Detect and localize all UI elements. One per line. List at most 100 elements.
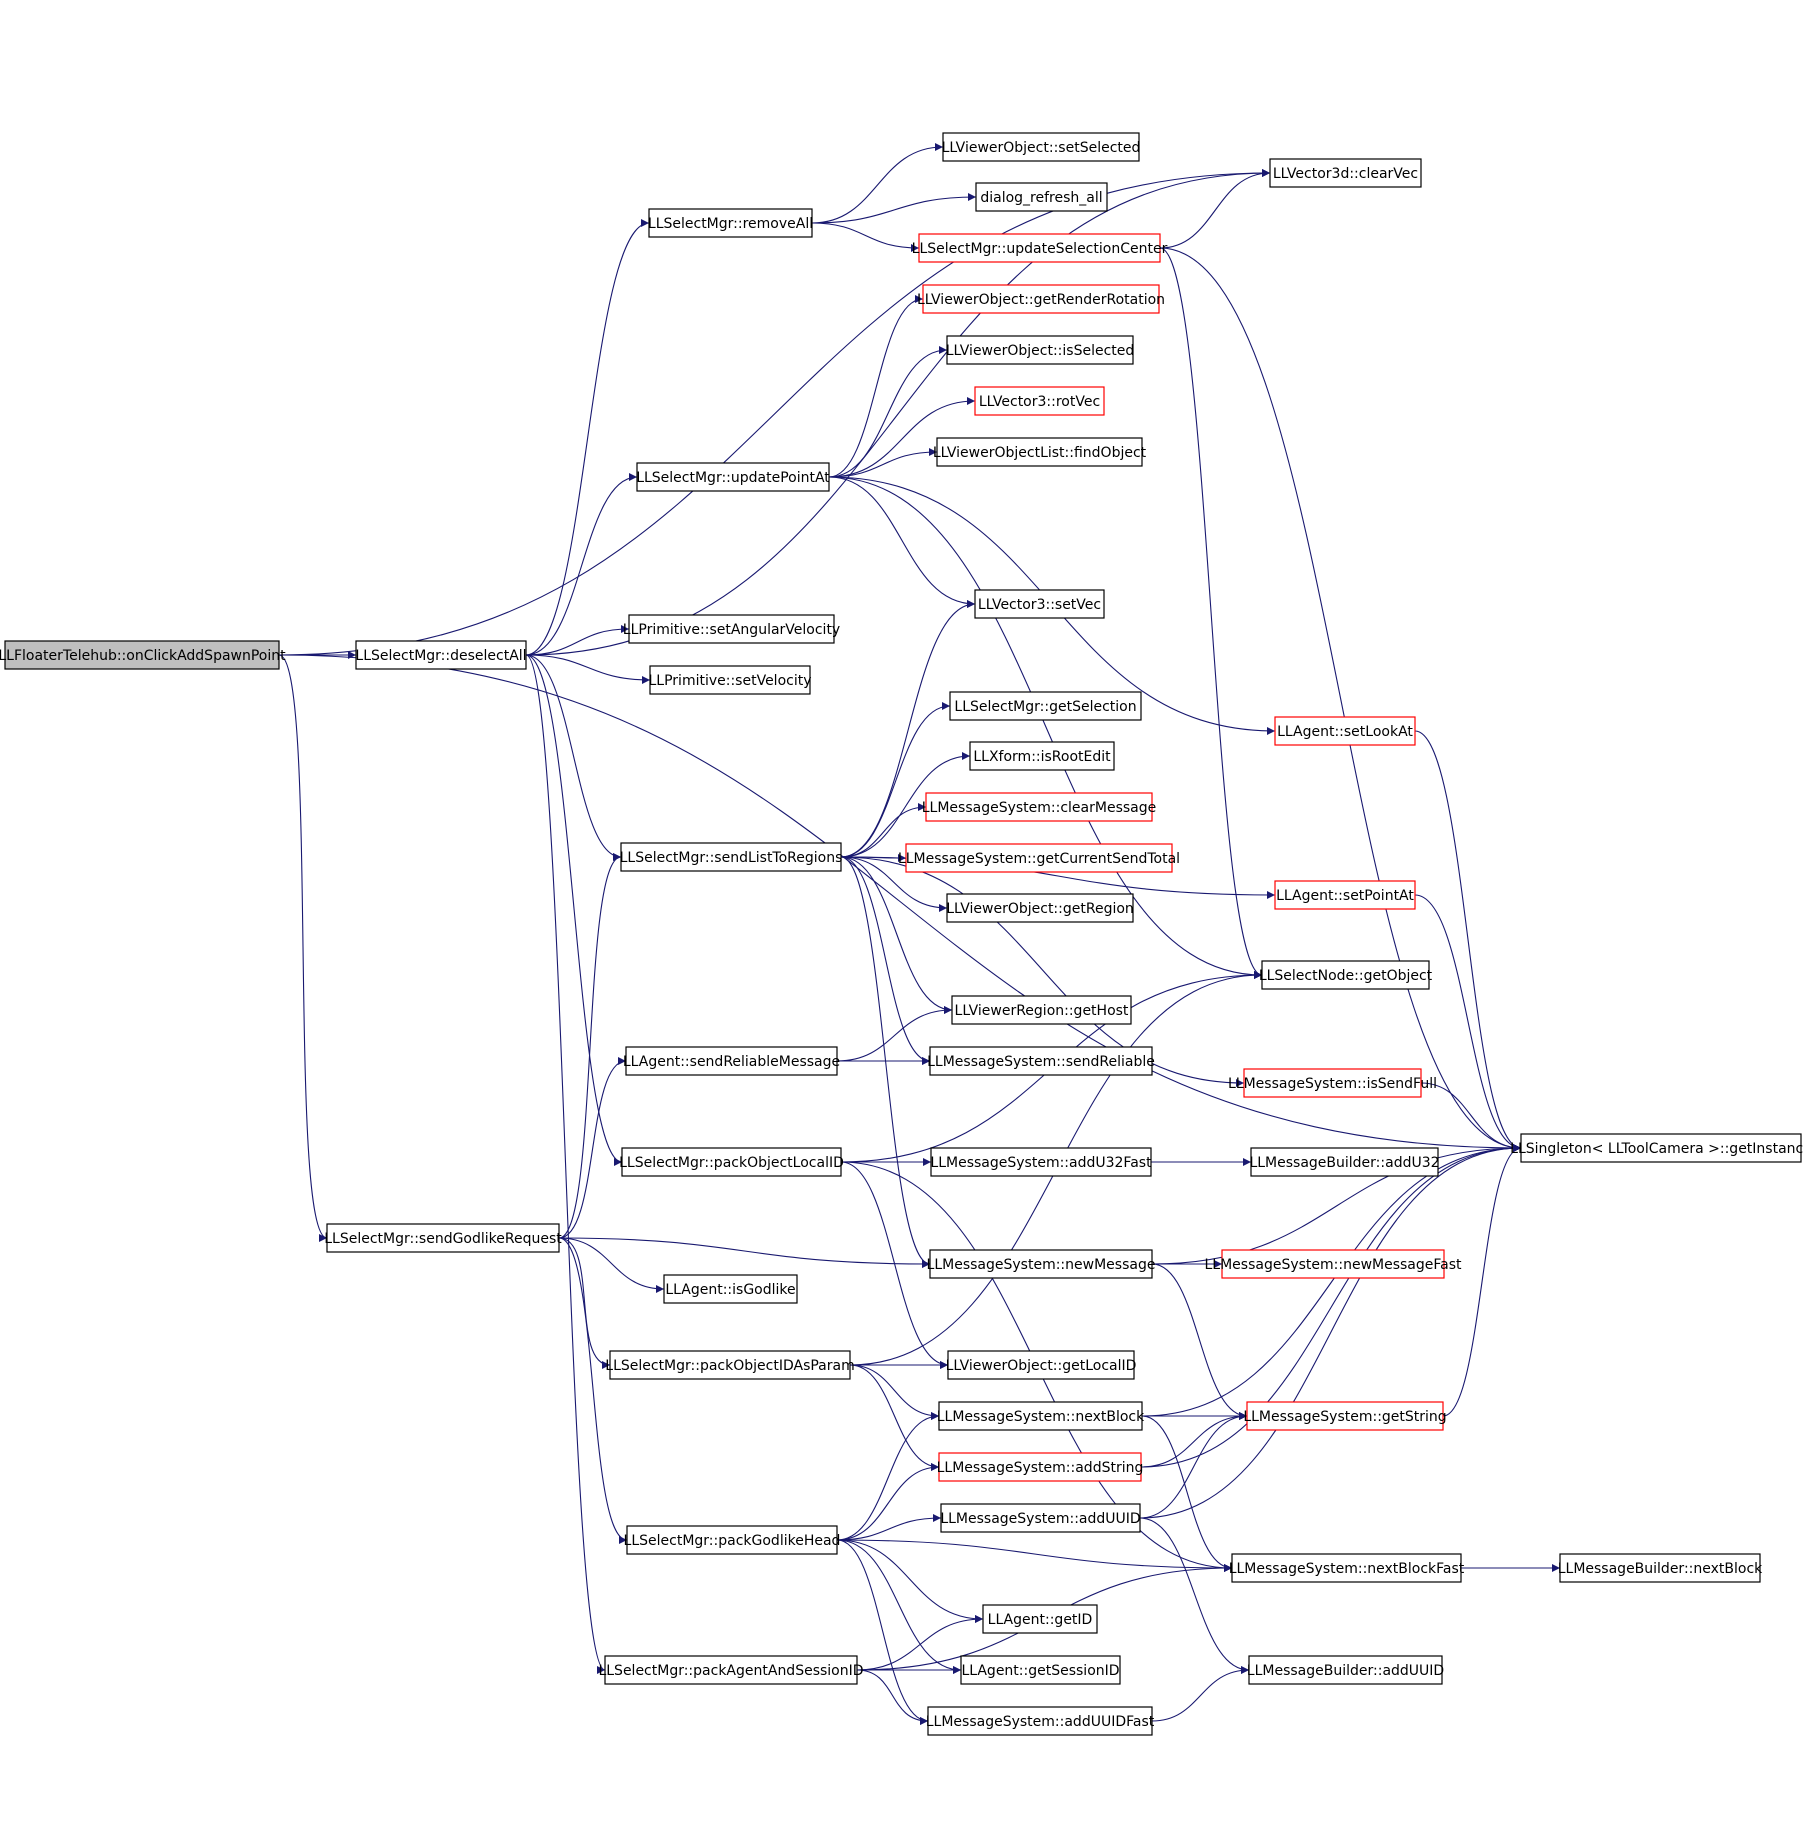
node-label: LLMessageSystem::getCurrentSendTotal [898, 851, 1180, 867]
node-nextBlock[interactable]: LLMessageSystem::nextBlock [937, 1401, 1145, 1431]
node-label: LLViewerObjectList::findObject [933, 445, 1147, 461]
node-box [1231, 1553, 1462, 1583]
node-label: LLSelectMgr::updatePointAt [636, 470, 830, 486]
node-box [922, 284, 1160, 314]
node-box [918, 233, 1161, 263]
node-label: LLPrimitive::setAngularVelocity [623, 622, 840, 638]
node-getRenderRotation[interactable]: LLViewerObject::getRenderRotation [917, 284, 1165, 314]
node-getObject[interactable]: LLSelectNode::getObject [1259, 960, 1433, 990]
node-isSelected[interactable]: LLViewerObject::isSelected [946, 335, 1135, 365]
node-label: LLMessageSystem::nextBlock [937, 1409, 1145, 1425]
node-label: LLMessageSystem::addString [937, 1460, 1144, 1476]
node-nextBlockFast[interactable]: LLMessageSystem::nextBlockFast [1229, 1553, 1465, 1583]
node-findObject[interactable]: LLViewerObjectList::findObject [933, 437, 1147, 467]
node-setVec[interactable]: LLVector3::setVec [974, 589, 1105, 619]
node-box [620, 842, 842, 872]
edge-packGodlikeHead-to-getID [836, 1539, 984, 1623]
node-isGodlike[interactable]: LLAgent::isGodlike [663, 1274, 798, 1304]
node-box [625, 1046, 838, 1076]
node-label: LLVector3::rotVec [979, 394, 1100, 410]
node-getSelection[interactable]: LLSelectMgr::getSelection [949, 691, 1142, 721]
edge-updatePointAt-to-getObject [828, 476, 1263, 979]
node-updateSelectionCenter[interactable]: LLSelectMgr::updateSelectionCenter [912, 233, 1168, 263]
node-isRootEdit[interactable]: LLXform::isRootEdit [969, 741, 1115, 771]
node-clearVec[interactable]: LLVector3d::clearVec [1269, 158, 1422, 188]
node-newMessageFast[interactable]: LLMessageSystem::newMessageFast [1204, 1249, 1462, 1279]
node-box [1269, 158, 1422, 188]
node-clearMessage[interactable]: LLMessageSystem::clearMessage [922, 792, 1157, 822]
node-addU32[interactable]: LLMessageBuilder::addU32 [1249, 1147, 1440, 1177]
node-addUUIDFast[interactable]: LLMessageSystem::addUUIDFast [926, 1706, 1155, 1736]
node-addUUIDBuilder[interactable]: LLMessageBuilder::addUUID [1247, 1655, 1444, 1685]
node-addU32Fast[interactable]: LLMessageSystem::addU32Fast [930, 1147, 1152, 1177]
node-label: LLFloaterTelehub::onClickAddSpawnPoint [0, 648, 286, 664]
node-addUUID[interactable]: LLMessageSystem::addUUID [940, 1503, 1141, 1533]
node-getString[interactable]: LLMessageSystem::getString [1243, 1401, 1447, 1431]
node-getRegion[interactable]: LLViewerObject::getRegion [946, 893, 1134, 923]
node-removeAll[interactable]: LLSelectMgr::removeAll [648, 208, 813, 238]
node-getLocalID[interactable]: LLViewerObject::getLocalID [946, 1350, 1137, 1380]
node-sendGodlikeRequest[interactable]: LLSelectMgr::sendGodlikeRequest [324, 1223, 562, 1253]
node-addString[interactable]: LLMessageSystem::addString [937, 1452, 1144, 1482]
node-box [930, 1147, 1152, 1177]
node-packGodlikeHead[interactable]: LLSelectMgr::packGodlikeHead [624, 1525, 841, 1555]
node-box [663, 1274, 798, 1304]
node-label: LLPrimitive::setVelocity [649, 673, 812, 689]
node-updatePointAt[interactable]: LLSelectMgr::updatePointAt [636, 462, 830, 492]
node-box [949, 691, 1142, 721]
node-getHost[interactable]: LLViewerRegion::getHost [951, 995, 1132, 1025]
node-label: LLMessageSystem::newMessageFast [1204, 1257, 1462, 1273]
node-newMessage[interactable]: LLMessageSystem::newMessage [927, 1249, 1156, 1279]
node-dialogRefreshAll[interactable]: dialog_refresh_all [975, 182, 1108, 212]
node-packObjectLocalID[interactable]: LLSelectMgr::packObjectLocalID [619, 1147, 844, 1177]
node-label: LLMessageSystem::addUUIDFast [926, 1714, 1155, 1730]
edge-deselectAll-to-packObjectLocalID [525, 654, 623, 1166]
node-nextBlockBuilder[interactable]: LLMessageBuilder::nextBlock [1558, 1553, 1763, 1583]
node-box [982, 1604, 1098, 1634]
edge-sendListToRegions-to-getSelection [840, 702, 951, 858]
node-box [974, 589, 1105, 619]
node-root[interactable]: LLFloaterTelehub::onClickAddSpawnPoint [0, 640, 286, 670]
edge-newMessage-to-getInstance [1151, 1144, 1522, 1265]
node-getSessionID[interactable]: LLAgent::getSessionID [960, 1655, 1121, 1685]
node-label: dialog_refresh_all [980, 190, 1102, 206]
node-label: LLAgent::getID [988, 1612, 1093, 1628]
node-setAngularVelocity[interactable]: LLPrimitive::setAngularVelocity [623, 614, 840, 644]
node-packAgentAndSessionID[interactable]: LLSelectMgr::packAgentAndSessionID [598, 1655, 864, 1685]
node-box [938, 1452, 1142, 1482]
node-getInstance[interactable]: LLSingleton< LLToolCamera >::getInstance [1510, 1133, 1803, 1163]
node-label: LLMessageBuilder::nextBlock [1558, 1561, 1763, 1577]
node-setLookAt[interactable]: LLAgent::setLookAt [1274, 716, 1416, 746]
node-label: LLSelectMgr::removeAll [648, 216, 813, 232]
edge-setLookAt-to-getInstance [1414, 730, 1522, 1152]
edge-sendGodlikeRequest-to-sendListToRegions [558, 853, 622, 1239]
node-setSelected[interactable]: LLViewerObject::setSelected [942, 132, 1141, 162]
node-label: LLSelectMgr::getSelection [954, 699, 1136, 715]
node-sendListToRegions[interactable]: LLSelectMgr::sendListToRegions [620, 842, 843, 872]
node-packObjectIDAsParam[interactable]: LLSelectMgr::packObjectIDAsParam [605, 1350, 855, 1380]
node-box [1274, 880, 1416, 910]
edge-sendGodlikeRequest-to-sendReliableMessage [558, 1057, 627, 1239]
edge-newMessage-to-getString [1151, 1263, 1248, 1420]
node-getCurrentSendTotal[interactable]: LLMessageSystem::getCurrentSendTotal [898, 843, 1180, 873]
node-box [1243, 1068, 1422, 1098]
node-box [938, 1401, 1143, 1431]
node-deselectAll[interactable]: LLSelectMgr::deselectAll [355, 640, 527, 670]
node-label: LLMessageBuilder::addUUID [1247, 1663, 1444, 1679]
node-rotVec[interactable]: LLVector3::rotVec [974, 386, 1105, 416]
node-label: LLViewerRegion::getHost [955, 1003, 1129, 1019]
node-setVelocity[interactable]: LLPrimitive::setVelocity [649, 665, 812, 695]
node-getID[interactable]: LLAgent::getID [982, 1604, 1098, 1634]
node-box [1248, 1655, 1443, 1685]
edge-packGodlikeHead-to-nextBlock [836, 1412, 940, 1541]
node-sendReliableMessage[interactable]: LLAgent::sendReliableMessage [623, 1046, 840, 1076]
node-label: LLSingleton< LLToolCamera >::getInstance [1510, 1141, 1803, 1157]
node-box [936, 437, 1143, 467]
node-setPointAt[interactable]: LLAgent::setPointAt [1274, 880, 1416, 910]
node-label: LLMessageSystem::clearMessage [922, 800, 1157, 816]
node-isSendFull[interactable]: LLMessageSystem::isSendFull [1228, 1068, 1437, 1098]
node-sendReliable[interactable]: LLMessageSystem::sendReliable [927, 1046, 1155, 1076]
edge-packObjectLocalID-to-getLocalID [840, 1161, 949, 1369]
node-box [326, 1223, 560, 1253]
